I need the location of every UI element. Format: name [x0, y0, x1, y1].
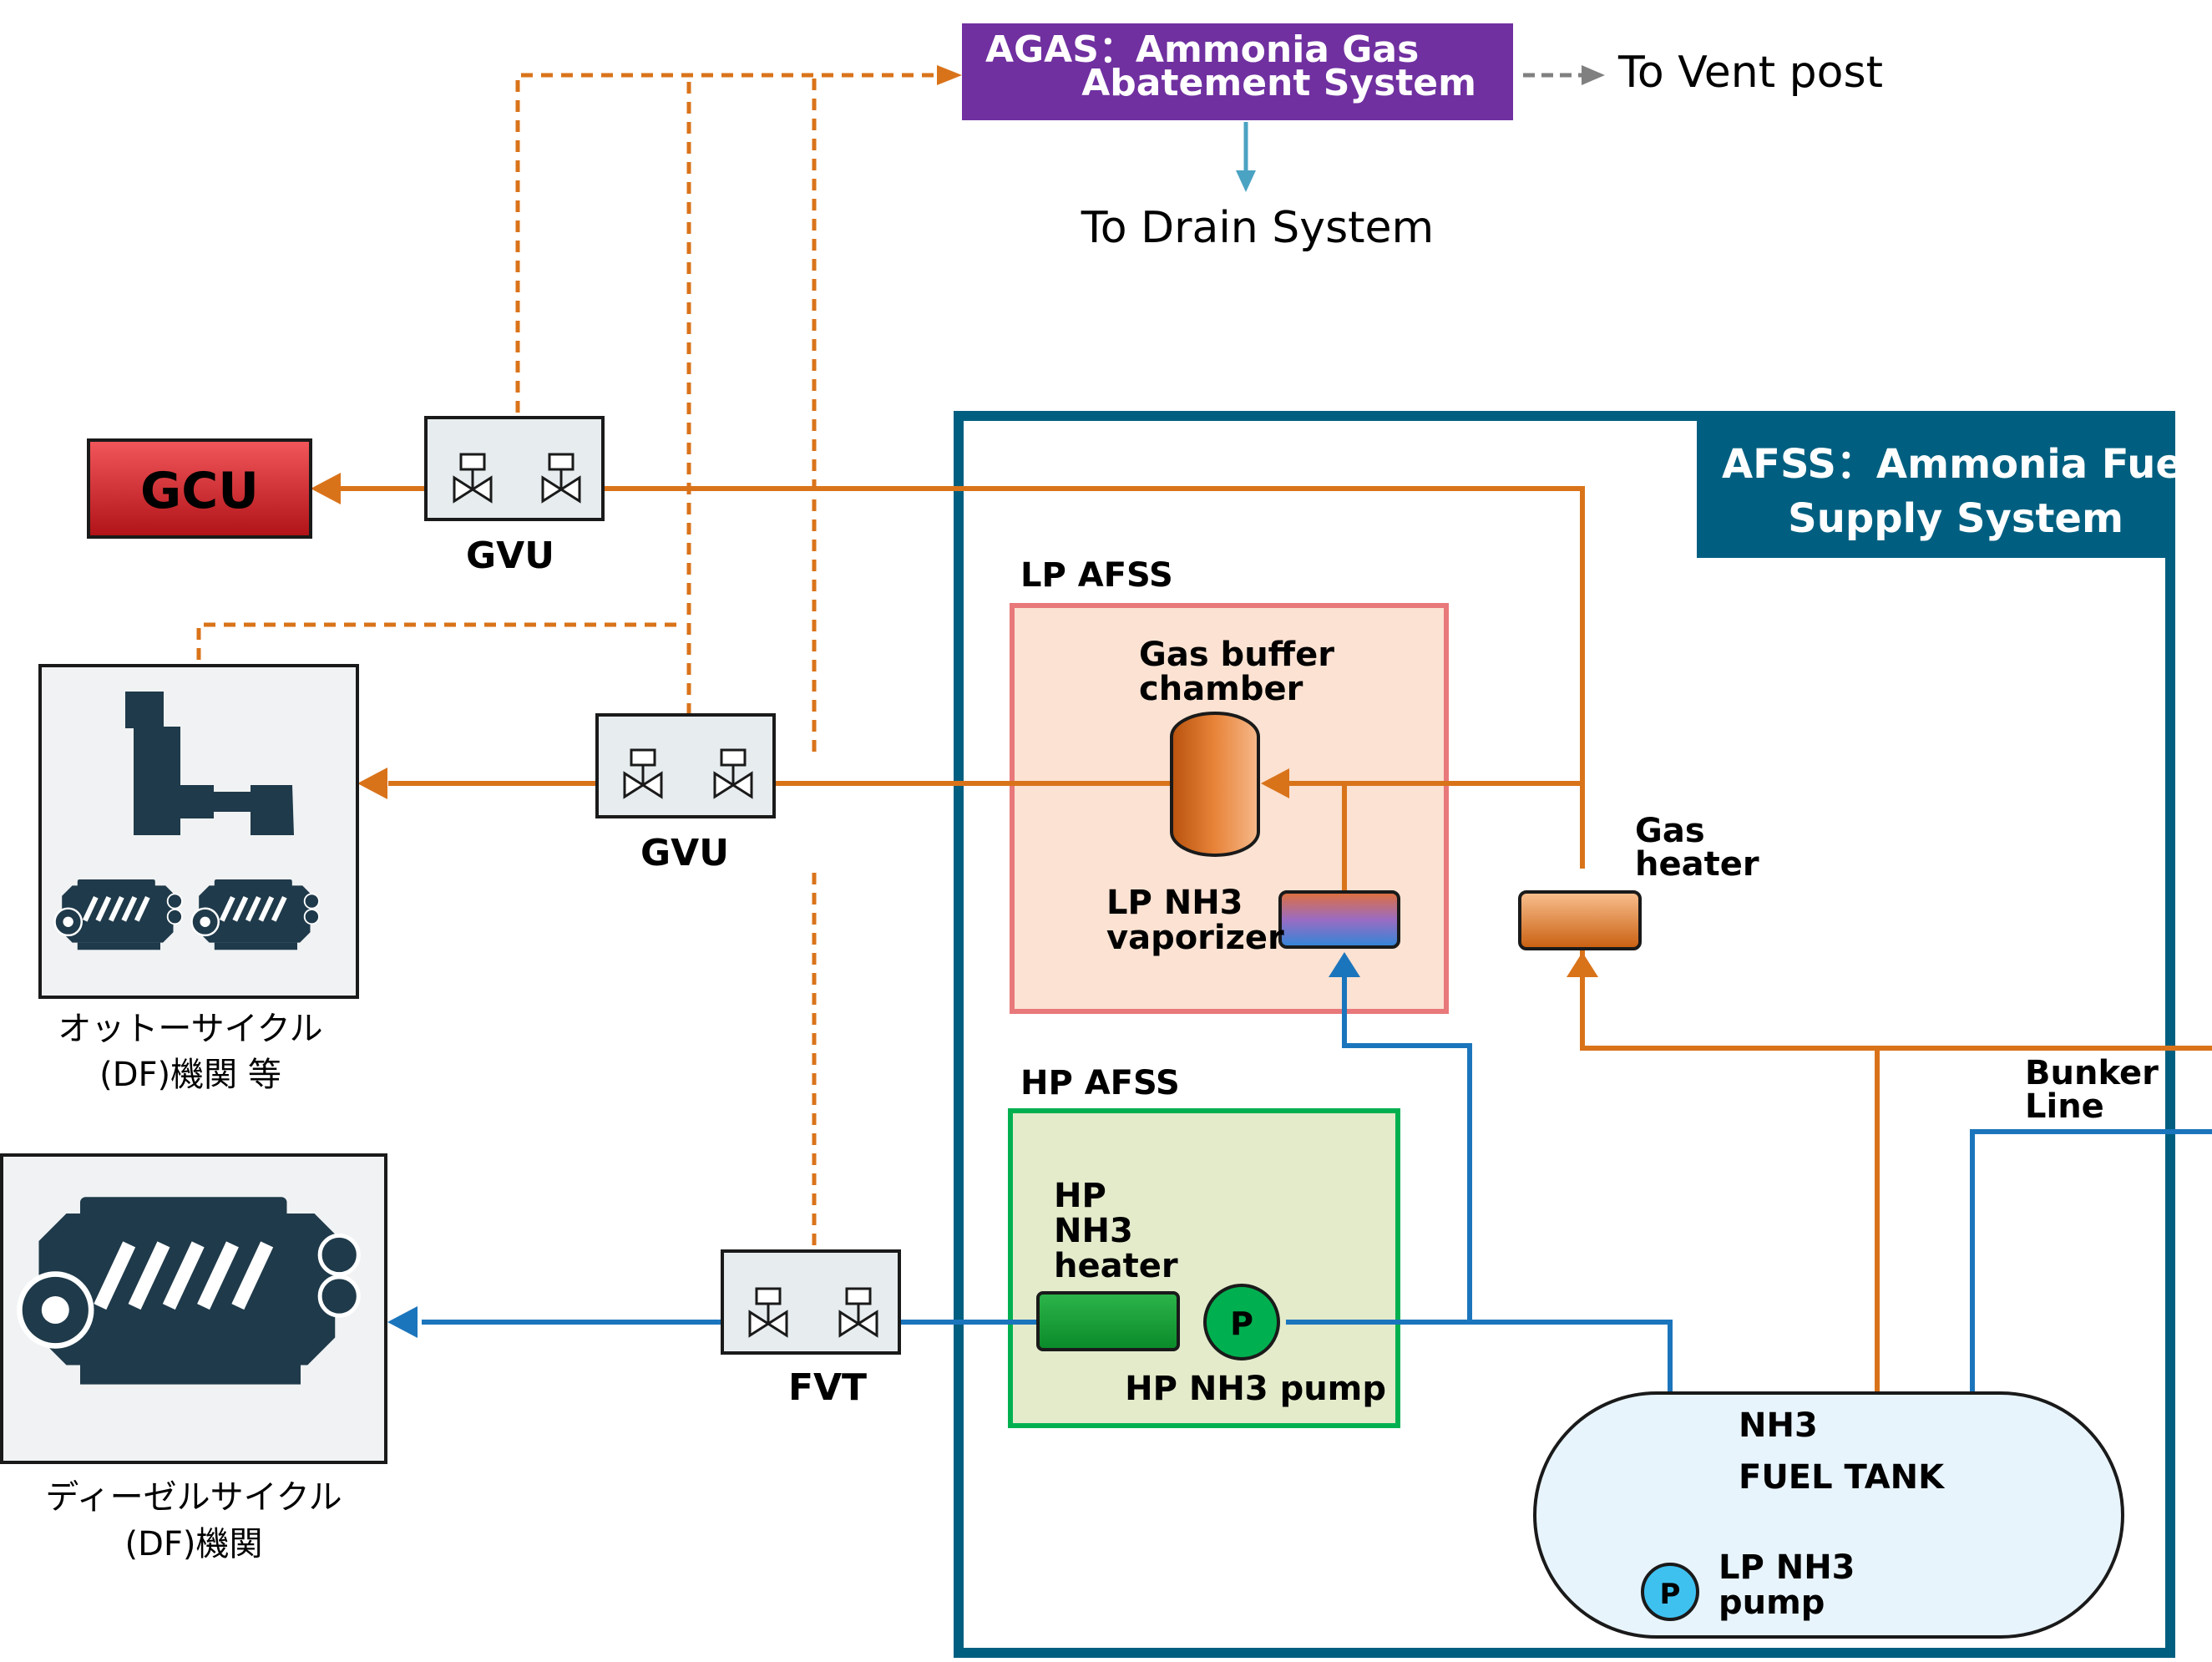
drain-arrowhead [1236, 170, 1256, 192]
hp-pump-letter: P [1230, 1305, 1253, 1342]
diesel-engine-icon [19, 1197, 358, 1384]
afss-title-line1: AFSS：Ammonia Fuel [1722, 441, 2196, 488]
otto-engine-label-line1: オットーサイクル [58, 1010, 322, 1048]
vaporizer-label-line2: vaporizer [1106, 919, 1284, 957]
agas-line1: AGAS：Ammonia Gas [985, 28, 1419, 71]
hp-nh3-pump-icon [1203, 1284, 1280, 1361]
hp-heater-label-line1: HP [1054, 1177, 1106, 1215]
vent-lines [196, 73, 935, 1278]
hp-nh3-heater [1036, 1291, 1180, 1351]
gas-heater-label-line2: heater [1635, 845, 1759, 884]
diesel-engine-label-line2: (DF)機関 [124, 1525, 262, 1563]
lp-pump-label-line1: LP NH3 [1718, 1548, 1855, 1587]
gcu-label: GCU [140, 462, 259, 520]
vent-post-arrowhead [1582, 65, 1605, 85]
gas-buffer-chamber [1170, 712, 1260, 857]
nh3-fuel-tank [1533, 1391, 2124, 1639]
agas-box [962, 23, 1513, 120]
lp-pump-label-line2: pump [1718, 1583, 1825, 1622]
vent-arrowhead [937, 65, 962, 85]
diesel-engine-arrowhead [387, 1306, 418, 1338]
bunker-label-line2: Line [2025, 1087, 2104, 1126]
hp-pump-label: HP NH3 pump [1125, 1370, 1386, 1408]
vaporizer-arrowhead [1329, 952, 1360, 977]
gcu-box [87, 438, 312, 539]
fvt-unit [721, 1249, 901, 1355]
buffer-arrowhead [1261, 768, 1289, 798]
buffer-label-line2: chamber [1139, 670, 1303, 708]
diesel-engine-label-line1: ディーゼルサイクル [45, 1478, 342, 1517]
to-vent-post: To Vent post [1617, 48, 1883, 98]
gvu-middle [595, 713, 776, 818]
tank-label-line2: FUEL TANK [1739, 1458, 1946, 1497]
lp-nh3-vaporizer [1278, 890, 1400, 949]
afss-title-box [1697, 416, 2165, 558]
lp-nh3-pump-icon [1641, 1563, 1699, 1621]
gas-heater-arrowhead [1567, 952, 1598, 977]
to-drain-system: To Drain System [1081, 203, 1434, 253]
hp-heater-label-line3: heater [1054, 1247, 1178, 1285]
hp-afss-box [1008, 1108, 1400, 1428]
vaporizer-label-line1: LP NH3 [1106, 884, 1243, 922]
gvu-middle-label: GVU [640, 832, 729, 874]
otto-engine-label-line2: (DF)機関 等 [99, 1056, 281, 1094]
lp-afss-title: LP AFSS [1020, 556, 1173, 595]
hp-heater-label-line2: NH3 [1054, 1212, 1133, 1250]
afss-title-line2: Supply System [1788, 495, 2123, 542]
otto-engine-arrowhead [357, 768, 387, 799]
gas-heater [1518, 890, 1642, 950]
fvt-label: FVT [788, 1366, 867, 1409]
otto-engine-icon [53, 692, 321, 951]
bunker-label-line1: Bunker [2025, 1054, 2159, 1092]
lp-pump-letter: P [1660, 1578, 1681, 1611]
gvu-top [424, 416, 605, 521]
afss-boundary [954, 411, 2175, 1658]
gvu-top-label: GVU [466, 535, 554, 577]
buffer-label-line1: Gas buffer [1139, 636, 1334, 674]
hp-afss-title: HP AFSS [1020, 1064, 1180, 1102]
gcu-arrowhead [311, 473, 341, 504]
agas-line2: Abatement System [1081, 62, 1476, 104]
gas-heater-label-line1: Gas [1635, 812, 1705, 850]
tank-label-line1: NH3 [1739, 1406, 1818, 1445]
